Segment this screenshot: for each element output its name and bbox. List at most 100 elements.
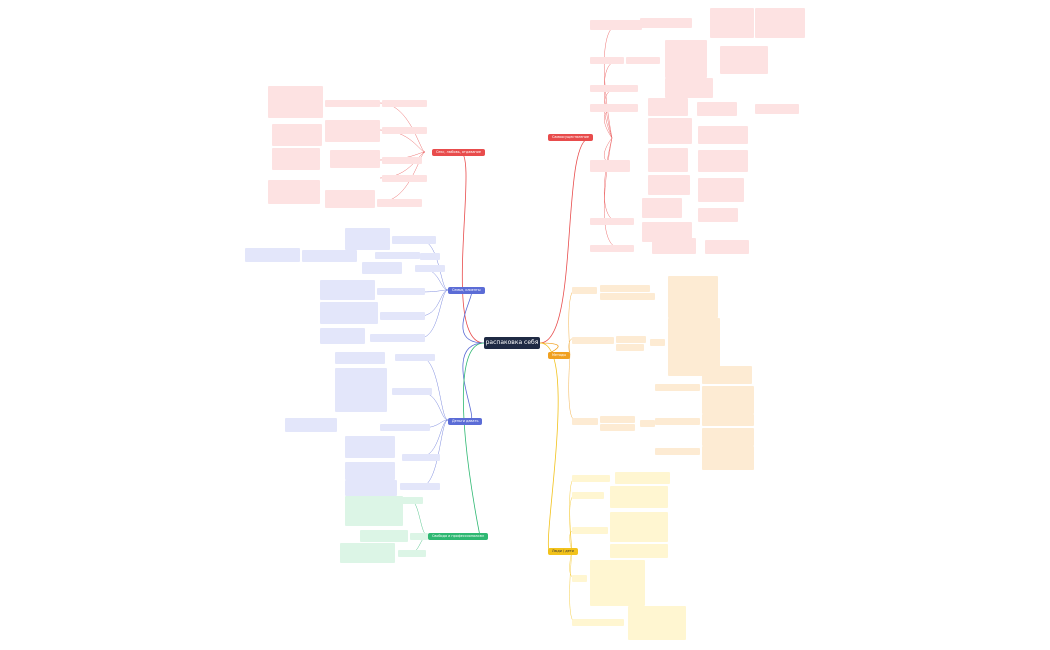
topic-box[interactable] (572, 492, 604, 499)
note-box (285, 418, 337, 432)
topic-box[interactable] (572, 575, 587, 582)
topic-box[interactable] (392, 236, 436, 244)
note-box (335, 352, 385, 364)
note-box (340, 543, 395, 563)
note-box (272, 148, 320, 170)
note-box (665, 40, 707, 78)
topic-box[interactable] (572, 287, 597, 294)
topic-box[interactable] (616, 336, 646, 343)
topic-box[interactable] (572, 619, 624, 626)
topic-box[interactable] (398, 550, 426, 557)
note-box (755, 8, 805, 38)
note-box (345, 480, 397, 496)
topic-box[interactable] (600, 424, 635, 431)
topic-box[interactable] (420, 253, 440, 260)
topic-box[interactable] (380, 424, 430, 431)
topic-box[interactable] (572, 527, 608, 534)
topic-box[interactable] (398, 497, 423, 504)
note-box (345, 462, 395, 480)
note-box (755, 104, 799, 114)
note-box (345, 228, 390, 250)
topic-box[interactable] (590, 20, 642, 30)
topic-box[interactable] (325, 100, 380, 107)
central-topic[interactable]: распаковка себя (484, 337, 540, 349)
note-box (362, 262, 402, 274)
topic-box[interactable] (400, 483, 440, 490)
topic-box[interactable] (410, 533, 428, 540)
note-box (268, 180, 320, 204)
branch-self-realization[interactable]: Самоосуществление (548, 134, 593, 141)
topic-box[interactable] (572, 475, 610, 482)
note-box (642, 222, 692, 242)
note-box (245, 248, 300, 262)
note-box (610, 512, 668, 542)
topic-box[interactable] (600, 293, 655, 300)
note-box (668, 276, 718, 318)
topic-box[interactable] (415, 265, 445, 272)
topic-box[interactable] (626, 57, 660, 64)
branch-freedom[interactable]: Свобода и профессионализм (428, 533, 488, 540)
topic-box[interactable] (650, 339, 665, 346)
note-box (697, 102, 737, 116)
branch-family[interactable]: Семья, клиенты (448, 287, 485, 294)
topic-box[interactable] (590, 57, 624, 64)
branch-money[interactable]: Деньги давать (448, 418, 483, 425)
topic-box[interactable] (370, 334, 425, 342)
topic-box[interactable] (402, 454, 440, 461)
note-box (642, 198, 682, 218)
topic-box[interactable] (380, 312, 425, 320)
topic-box[interactable] (382, 157, 422, 164)
topic-box[interactable] (377, 199, 422, 207)
topic-box[interactable] (590, 104, 638, 112)
topic-box[interactable] (600, 285, 650, 292)
note-box (648, 175, 690, 195)
topic-box[interactable] (590, 245, 634, 252)
note-box (648, 118, 692, 144)
topic-box[interactable] (655, 448, 700, 455)
note-box (702, 386, 754, 414)
note-box (698, 208, 738, 222)
note-box (360, 530, 408, 542)
branch-methods[interactable]: Методы (548, 352, 571, 359)
note-box (702, 414, 754, 426)
topic-box[interactable] (395, 354, 435, 361)
topic-box[interactable] (655, 418, 700, 425)
note-box (335, 368, 387, 412)
topic-box[interactable] (590, 218, 634, 225)
note-box (698, 178, 744, 202)
topic-box[interactable] (590, 85, 638, 92)
topic-box[interactable] (382, 175, 427, 182)
note-box (702, 366, 752, 384)
topic-box[interactable] (382, 127, 427, 134)
topic-box[interactable] (640, 18, 692, 28)
topic-box[interactable] (392, 388, 432, 395)
topic-box[interactable] (572, 337, 614, 344)
note-box (272, 124, 322, 146)
topic-box[interactable] (302, 250, 357, 262)
note-box (345, 496, 403, 526)
note-box (330, 150, 380, 168)
topic-box[interactable] (382, 100, 427, 107)
topic-box[interactable] (600, 416, 635, 423)
note-box (705, 240, 749, 254)
note-box (268, 86, 323, 118)
branch-people[interactable]: Люди / дети (548, 548, 578, 555)
topic-box[interactable] (377, 288, 425, 295)
branch-sex-love[interactable]: Секс, любовь, отдавание (432, 149, 485, 156)
note-box (320, 280, 375, 300)
note-box (345, 436, 395, 458)
note-box (610, 486, 668, 508)
topic-box[interactable] (655, 384, 700, 391)
topic-box[interactable] (590, 160, 630, 172)
topic-box[interactable] (375, 252, 420, 259)
note-box (720, 46, 768, 74)
note-box (710, 8, 754, 38)
topic-box[interactable] (616, 344, 644, 351)
topic-box[interactable] (572, 418, 598, 425)
topic-box[interactable] (640, 420, 655, 427)
note-box (698, 150, 748, 172)
note-box (325, 120, 380, 142)
note-box (702, 428, 754, 446)
